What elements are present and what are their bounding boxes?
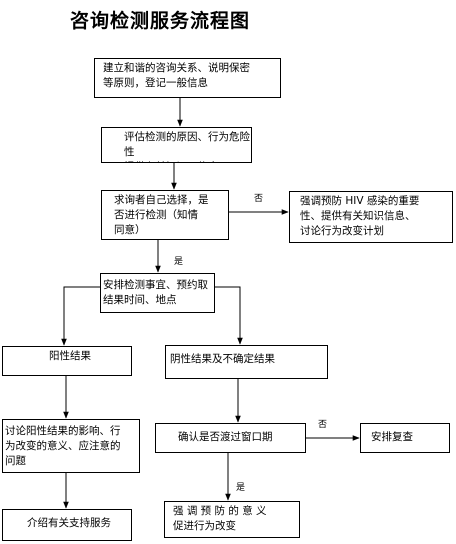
arrow-arrange-to-positive: [61, 286, 100, 346]
node-discuss-positive: 讨论阳性结果的影响、行 为改变的意义、应注意的 问题: [2, 419, 140, 473]
page-title: 咨询检测服务流程图: [70, 10, 251, 32]
node-recheck: 安排复查: [360, 423, 450, 453]
node-choice: 求询者自己选择，是 否进行检测（知情 同意）: [101, 190, 229, 240]
arrow-arrange-to-negative: [215, 286, 243, 345]
node-positive: 阳性结果: [2, 346, 132, 376]
edge-label-window-yes: 是: [236, 483, 246, 493]
node-prevention-meaning: 强 调 预 防 的 意 义 促进行为改变: [164, 501, 300, 538]
node-window-period: 确认是否渡过窗口期: [155, 423, 306, 453]
edge-label-window-no: 否: [318, 420, 328, 430]
edge-label-choice-no: 否: [254, 194, 264, 204]
node-assess: 评估检测的原因、行为危险性 提供有关知识、信息: [101, 127, 252, 163]
node-rapport: 建立和谐的咨询关系、说明保密 等原则，登记一般信息: [94, 58, 281, 98]
node-prevent-hiv: 强调预防 HIV 感染的重要 性、提供有关知识信息、 讨论行为改变计划: [289, 191, 453, 243]
node-arrange: 安排检测事宜、预约取 结果时间、地点: [100, 273, 215, 313]
edge-label-choice-yes: 是: [174, 257, 184, 267]
node-support: 介绍有关支持服务: [2, 509, 132, 541]
node-negative: 阴性结果及不确定结果: [165, 345, 328, 379]
